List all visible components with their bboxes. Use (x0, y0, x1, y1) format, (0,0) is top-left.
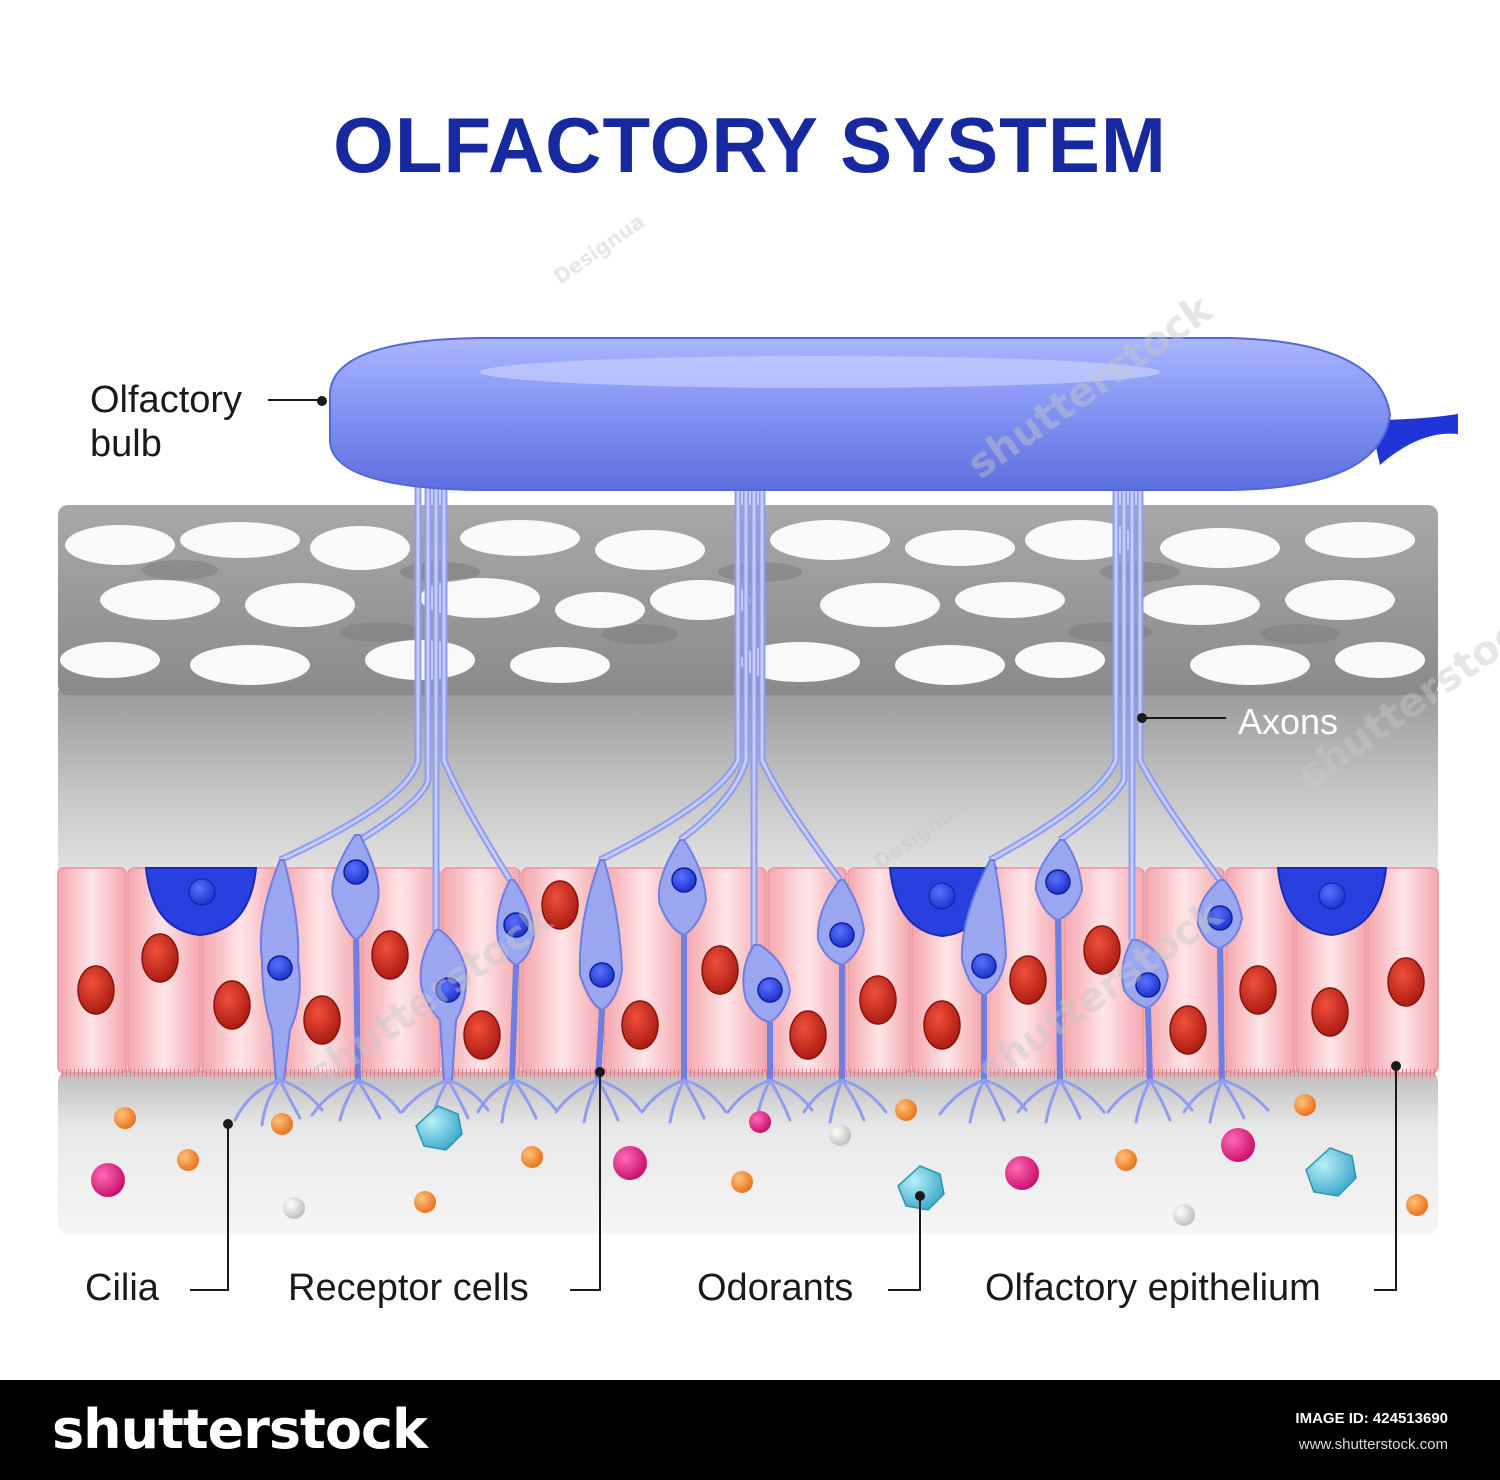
odorants (91, 1094, 1428, 1226)
watermark-author: Designua (549, 209, 649, 289)
axons (278, 485, 1223, 950)
olfactory-bulb (329, 337, 1458, 491)
neuron-nuclei (267, 859, 1233, 1003)
footer-bar (0, 1380, 1500, 1480)
supporting-cell-nuclei (77, 880, 1425, 1060)
footer-brand-logo: shutterstock (52, 1398, 428, 1461)
label-cilia: Cilia (85, 1267, 159, 1309)
label-olfactory-bulb-line2: bulb (90, 423, 162, 465)
label-odorants: Odorants (697, 1267, 854, 1309)
leader-lines (190, 396, 1401, 1291)
cilia (233, 1078, 1270, 1127)
label-olfactory-bulb: Olfactory bulb (90, 378, 242, 466)
cribriform-plate (58, 505, 1438, 695)
footer-image-id: IMAGE ID: 424513690 (1295, 1410, 1448, 1427)
label-receptor-cells: Receptor cells (288, 1267, 529, 1309)
footer-site-url: www.shutterstock.com (1298, 1436, 1448, 1453)
label-olfactory-bulb-line1: Olfactory (90, 379, 243, 421)
page-title: OLFACTORY SYSTEM (333, 101, 1167, 189)
label-axons: Axons (1238, 701, 1339, 742)
olfactory-illustration: shutterstock shutterstock shutterstock s… (57, 209, 1500, 1291)
label-olfactory-epithelium: Olfactory epithelium (985, 1267, 1321, 1309)
